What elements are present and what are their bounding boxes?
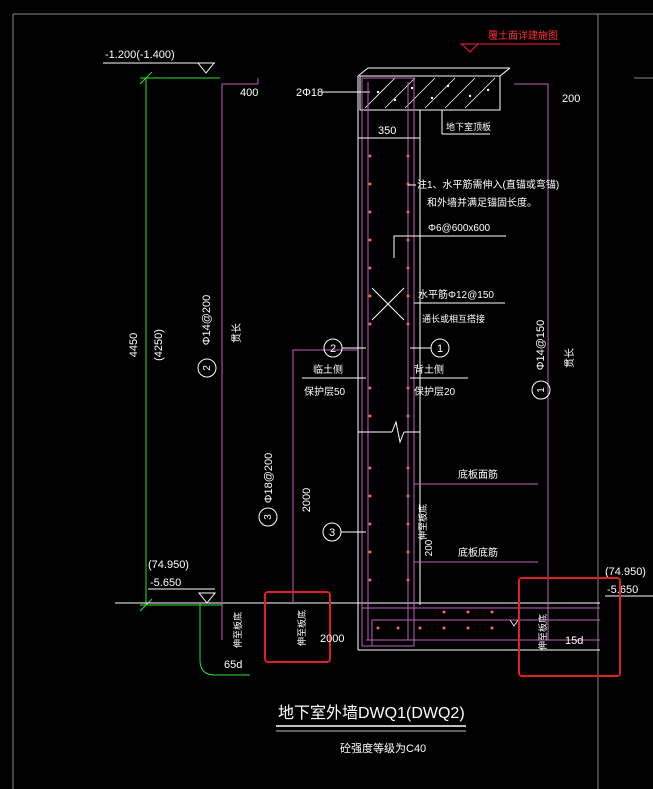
marker-3-left: 3 (258, 507, 278, 527)
svg-text:3: 3 (329, 527, 335, 539)
slab-label: 地下室顶板 (441, 110, 491, 135)
top-bar-label: 2Φ18 (296, 87, 323, 99)
wall-bar-dots (368, 154, 494, 630)
svg-text:水平筋Φ12@150: 水平筋Φ12@150 (418, 288, 494, 301)
floor-slab-marks (509, 619, 519, 627)
dim-2000-vertical: 2000 (301, 488, 313, 512)
svg-text:底板面筋: 底板面筋 (458, 468, 498, 481)
svg-text:Φ6@600x600: Φ6@600x600 (428, 223, 490, 234)
extend-label-3: 伸至板底 (417, 504, 428, 540)
marker-2-left: 2 (197, 358, 217, 378)
bar-1-spec: Φ14@150 (535, 320, 547, 371)
highlight-box-left (264, 591, 331, 663)
extend-label-2: 伸至板底 (296, 610, 307, 646)
bar-2-shape (221, 78, 259, 604)
wall-rebar (361, 77, 415, 647)
svg-text:注1、水平筋需伸入(直锚或弯锚)和外墙并满足锚固长度。: 注1、水平筋需伸入(直锚或弯锚)和外墙并满足锚固长度。 (417, 178, 559, 209)
bottom-right-elev-paren: (74.950) (605, 566, 646, 578)
inner-height-dim: (4250) (153, 329, 165, 361)
marker-1-wall: 1 (410, 338, 450, 358)
drawing-title: 地下室外墙DWQ1(DWQ2) 砼强度等级为C40 (276, 704, 466, 755)
svg-text:保护层50: 保护层50 (304, 385, 346, 398)
wall-thickness-label: 350 (378, 125, 396, 137)
hook-15d-label: 15d (565, 635, 583, 647)
soil-callout: 覆土面详建施图 (460, 29, 560, 53)
bottom-left-elev: -5.650 (150, 577, 181, 589)
marker-1-right: 1 (531, 380, 551, 400)
break-symbol (358, 420, 420, 444)
bar-2-note: 贯长 (231, 323, 243, 343)
extend-label-4: 伸至板底 (537, 614, 548, 650)
total-height-dim: 4450 (128, 333, 140, 357)
soil-side-cover: 临土侧 保护层50 (302, 363, 366, 398)
svg-text:背土侧: 背土侧 (414, 363, 444, 376)
wall (357, 76, 600, 651)
bar-3-spec: Φ18@200 (263, 453, 275, 504)
svg-text:1: 1 (437, 343, 443, 355)
soil-top-label: 覆土面详建施图 (488, 29, 558, 42)
top-elevation: -1.200(-1.400) (103, 49, 216, 74)
bottom-left-elevation: (74.950) -5.650 (148, 559, 217, 604)
bar-2-spec: Φ14@200 (201, 295, 213, 346)
marker-2-wall: 2 (323, 338, 366, 358)
inner-side-cover: 背土侧 保护层20 (410, 363, 468, 398)
highlight-box-right (518, 577, 621, 677)
marker-3-wall: 3 (322, 522, 366, 542)
dim-200-top: 200 (562, 93, 580, 105)
title-sub: 砼强度等级为C40 (340, 741, 426, 755)
extend-label-1: 伸至板底 (232, 612, 243, 648)
title-main: 地下室外墙DWQ1(DWQ2) (278, 704, 465, 722)
floor-top-bar: 底板面筋 (414, 468, 538, 485)
bottom-left-elev-paren: (74.950) (148, 559, 189, 571)
floor-bottom-bar: 底板底筋 (414, 546, 538, 563)
floor-slab-rebar (361, 607, 600, 646)
bottom-right-elevation: (74.950) -5.650 (605, 566, 653, 597)
bottom-right-elev: -5.650 (607, 584, 638, 596)
dim-2000-bottom: 2000 (320, 633, 344, 645)
svg-text:3: 3 (263, 514, 274, 520)
svg-text:底板底筋: 底板底筋 (458, 546, 498, 559)
dim-200-lower: 200 (424, 539, 435, 556)
bar-1-note: 贯长 (564, 348, 576, 368)
hook-65d (199, 604, 250, 676)
note-1: 注1、水平筋需伸入(直锚或弯锚)和外墙并满足锚固长度。 (408, 178, 559, 209)
svg-text:1: 1 (536, 387, 547, 393)
svg-text:保护层20: 保护层20 (414, 385, 456, 398)
top-elevation-label: -1.200(-1.400) (105, 49, 175, 61)
svg-text:通长或相互搭接: 通长或相互搭接 (422, 313, 485, 324)
svg-text:地下室顶板: 地下室顶板 (446, 121, 491, 132)
height-dimension (139, 71, 222, 612)
roof-slab (357, 67, 511, 111)
svg-text:临土侧: 临土侧 (313, 363, 343, 376)
bar-3-shape (292, 349, 357, 604)
dim-400: 400 (240, 87, 258, 99)
hook-65d-label: 65d (224, 659, 242, 671)
svg-text:2: 2 (330, 343, 336, 355)
tie-callout: Φ6@600x600 (393, 223, 506, 258)
horizontal-bar-callout: 水平筋Φ12@150 通长或相互搭接 (371, 287, 505, 324)
svg-text:2: 2 (202, 365, 213, 371)
